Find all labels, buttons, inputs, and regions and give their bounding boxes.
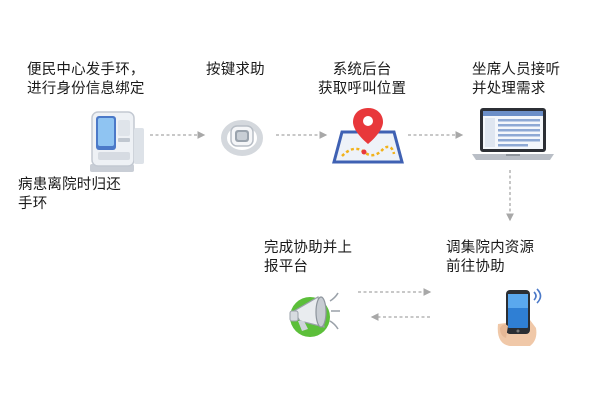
smart-wristband-icon <box>220 114 264 158</box>
smartphone-in-hand-icon <box>490 284 546 348</box>
step-report-complete-label: 完成协助并上 报平台 <box>264 240 353 275</box>
kiosk-terminal-icon <box>82 108 150 174</box>
step-return-wristband-label: 病患离院时归还 手环 <box>18 177 121 212</box>
map-location-pin-icon <box>332 104 404 166</box>
step-agent-receive-label: 坐席人员接听 并处理需求 <box>472 62 561 97</box>
step-issue-wristband-label: 便民中心发手环， 进行身份信息绑定 <box>27 62 145 97</box>
step-locate-call-label: 系统后台 获取呼叫位置 <box>318 62 407 97</box>
laptop-monitor-icon <box>470 104 556 164</box>
megaphone-icon <box>284 287 344 341</box>
step-dispatch-resources-label: 调集院内资源 前往协助 <box>446 240 535 275</box>
step-press-button-label: 按键求助 <box>206 62 265 78</box>
